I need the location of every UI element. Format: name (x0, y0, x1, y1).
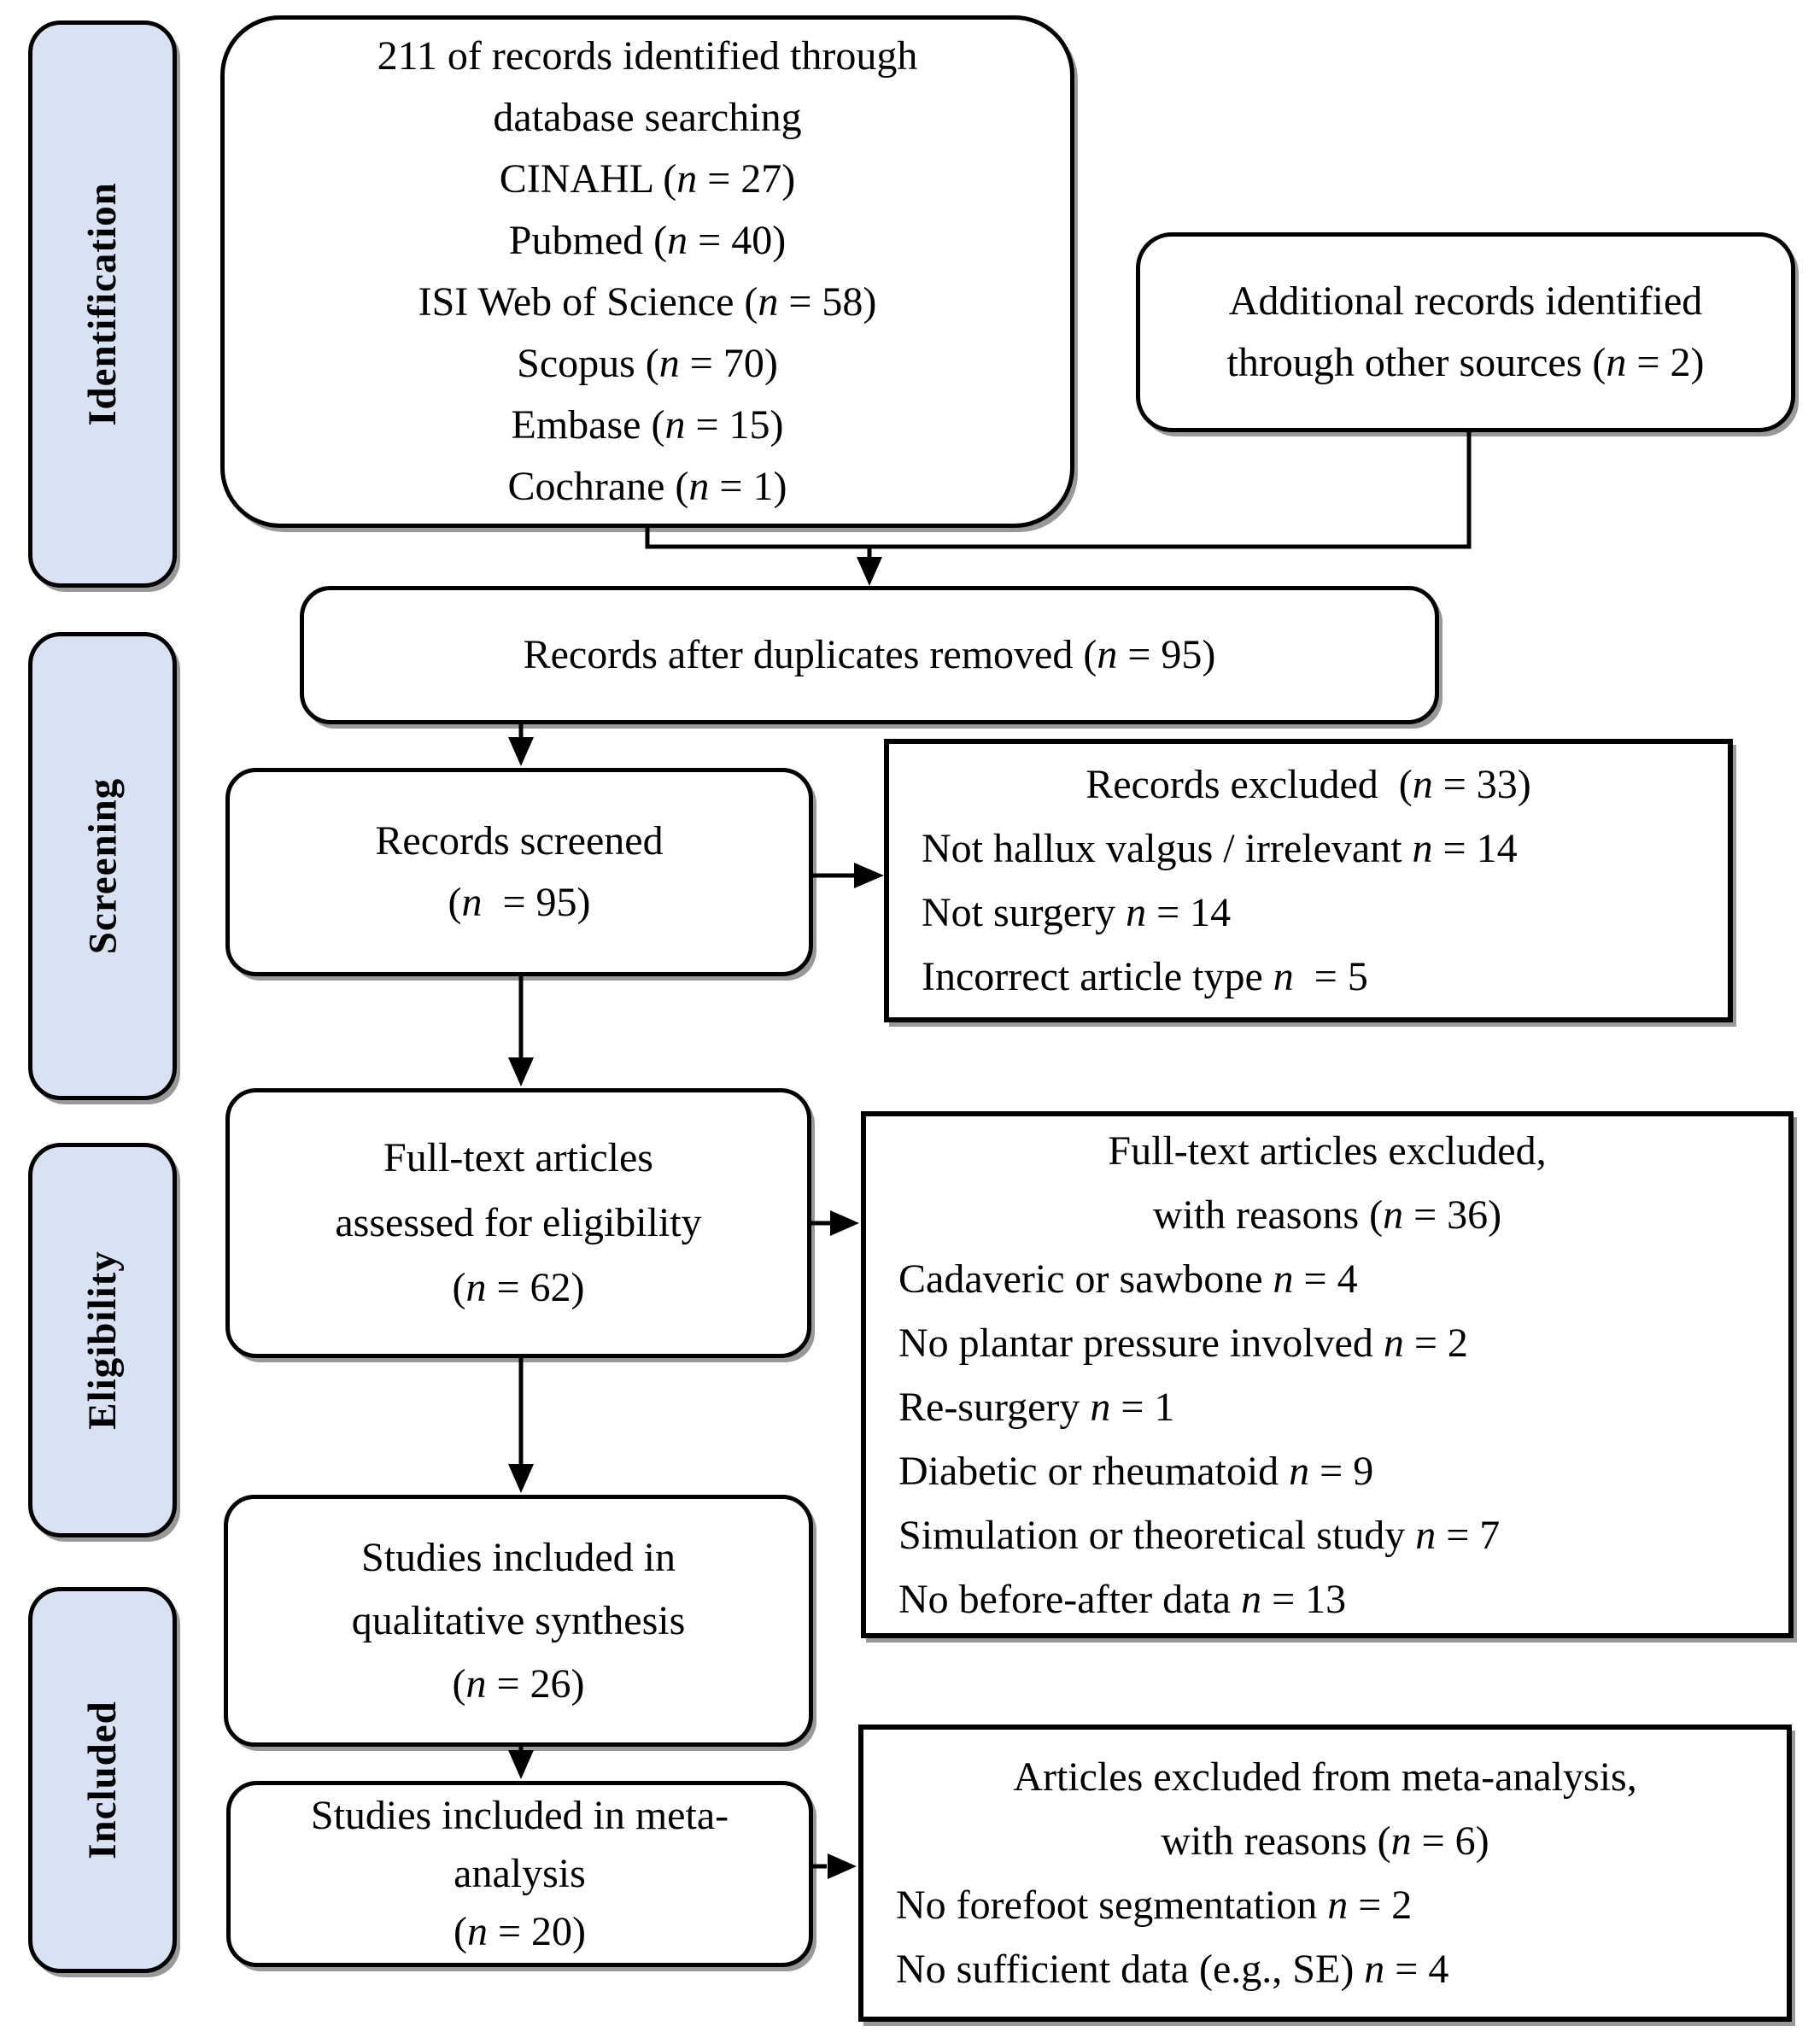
box-additional-records-text: Additional records identified through oth… (1140, 271, 1791, 394)
arrowhead-to-meta (508, 1750, 534, 1779)
box-fulltext-excluded-reasons: Cadaveric or sawbone n = 4 No plantar pre… (866, 1247, 1788, 1631)
text-line: Re-surgery n = 1 (898, 1384, 1175, 1430)
text-line: with reasons (n = 6) (1161, 1818, 1489, 1864)
box-records-screened: Records screened (n = 95) (225, 768, 813, 976)
text-line: Diabetic or rheumatoid n = 9 (898, 1448, 1374, 1494)
box-qualitative-synthesis-text: Studies included in qualitative synthesis… (228, 1526, 809, 1716)
box-fulltext-assessed: Full-text articles assessed for eligibili… (225, 1088, 811, 1358)
text-line: Records after duplicates removed (n = 95… (523, 632, 1216, 677)
box-meta-excluded-heading: Articles excluded from meta-analysis, wit… (863, 1745, 1787, 1873)
text-line: Studies included in meta- (310, 1793, 729, 1838)
text-line: CINAHL (n = 27) (499, 156, 796, 202)
text-line: Studies included in (361, 1534, 676, 1580)
box-records-screened-text: Records screened (n = 95) (230, 811, 809, 934)
stage-label-included: Included (28, 1587, 177, 1973)
stage-label-identification-text: Identification (80, 182, 125, 426)
text-line: No before-after data n = 13 (898, 1576, 1347, 1622)
arrowhead-to-fulltext-excluded (830, 1210, 859, 1236)
text-line: Embase (n = 15) (511, 402, 784, 448)
text-line: assessed for eligibility (335, 1200, 702, 1245)
text-line: Not hallux valgus / irrelevant n = 14 (922, 826, 1518, 871)
text-line: analysis (454, 1851, 586, 1896)
arrowhead-to-records-excluded (854, 863, 884, 888)
text-line: Records screened (375, 818, 664, 864)
stage-label-screening: Screening (28, 632, 177, 1100)
box-fulltext-excluded: Full-text articles excluded, with reasons… (861, 1111, 1794, 1638)
box-records-identified-text: 211 of records identified through databas… (225, 26, 1070, 518)
box-meta-analysis: Studies included in meta-analysis (n = 20… (226, 1781, 813, 1967)
text-line: Articles excluded from meta-analysis, (1013, 1754, 1637, 1800)
text-line: through other sources (n = 2) (1226, 340, 1705, 385)
box-duplicates-removed: Records after duplicates removed (n = 95… (300, 586, 1439, 724)
box-additional-records: Additional records identified through oth… (1136, 232, 1795, 432)
text-line: 211 of records identified through (377, 33, 918, 79)
text-line: Pubmed (n = 40) (508, 218, 787, 263)
box-records-excluded-heading: Records excluded (n = 33) (889, 752, 1728, 817)
arrowhead-to-fulltext (508, 1057, 534, 1086)
text-line: with reasons (n = 36) (1152, 1192, 1502, 1238)
text-line: (n = 95) (448, 880, 591, 925)
arrowhead-to-meta-excluded (828, 1853, 857, 1879)
connector-merge-line (645, 432, 1472, 549)
stage-label-identification: Identification (28, 20, 177, 588)
text-line: Not surgery n = 14 (922, 890, 1232, 935)
arrowhead-to-screened (508, 737, 534, 766)
text-line: No sufficient data (e.g., SE) n = 4 (896, 1947, 1449, 1992)
text-line: No plantar pressure involved n = 2 (898, 1320, 1468, 1366)
text-line: (n = 62) (452, 1265, 585, 1310)
stage-label-eligibility: Eligibility (28, 1143, 177, 1537)
text-line: (n = 20) (453, 1909, 587, 1954)
box-qualitative-synthesis: Studies included in qualitative synthesis… (224, 1495, 813, 1747)
box-fulltext-assessed-text: Full-text articles assessed for eligibili… (230, 1126, 807, 1321)
box-records-excluded-reasons: Not hallux valgus / irrelevant n = 14 Not… (889, 817, 1728, 1009)
box-meta-excluded: Articles excluded from meta-analysis, wit… (858, 1725, 1792, 2022)
text-line: ISI Web of Science (n = 58) (418, 279, 877, 325)
box-records-excluded: Records excluded (n = 33) Not hallux val… (884, 739, 1733, 1022)
text-line: database searching (493, 95, 802, 140)
stage-label-screening-text: Screening (80, 777, 126, 955)
box-fulltext-excluded-heading: Full-text articles excluded, with reasons… (866, 1119, 1788, 1247)
text-line: Scopus (n = 70) (517, 341, 778, 386)
arrowhead-to-qualitative (508, 1464, 534, 1493)
text-line: No forefoot segmentation n = 2 (896, 1883, 1413, 1928)
box-records-identified: 211 of records identified through databas… (220, 15, 1074, 528)
text-line: qualitative synthesis (351, 1597, 686, 1643)
box-duplicates-removed-text: Records after duplicates removed (n = 95… (304, 624, 1435, 686)
stage-label-included-text: Included (80, 1701, 126, 1859)
text-line: Full-text articles (383, 1135, 653, 1180)
stage-label-eligibility-text: Eligibility (80, 1250, 125, 1430)
text-line: Full-text articles excluded, (1108, 1127, 1547, 1174)
text-line: (n = 26) (452, 1660, 585, 1707)
arrowhead-to-duplicates (857, 557, 882, 586)
text-line: Incorrect article type n = 5 (922, 954, 1368, 999)
text-line: Cadaveric or sawbone n = 4 (898, 1256, 1358, 1302)
text-line: Records excluded (n = 33) (1086, 762, 1531, 807)
text-line: Simulation or theoretical study n = 7 (898, 1512, 1501, 1558)
box-meta-excluded-reasons: No forefoot segmentation n = 2 No suffici… (863, 1873, 1787, 2001)
box-meta-analysis-text: Studies included in meta-analysis (n = 20… (231, 1787, 809, 1961)
text-line: Additional records identified (1228, 278, 1703, 324)
text-line: Cochrane (n = 1) (507, 464, 787, 509)
